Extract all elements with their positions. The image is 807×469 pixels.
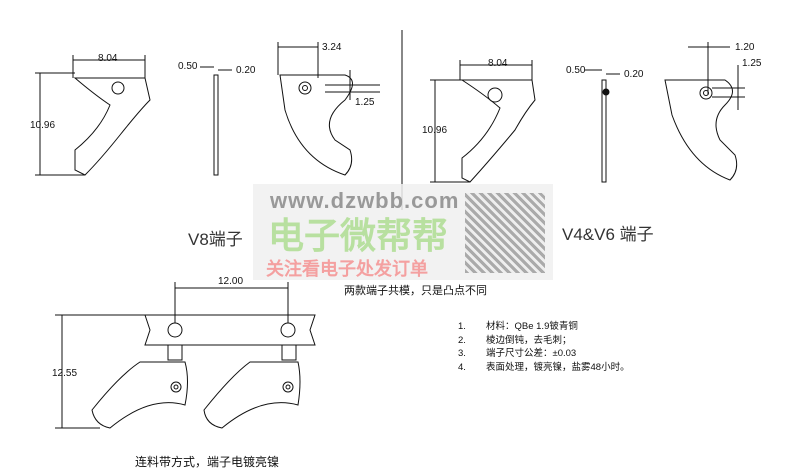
note-num: 4. — [458, 361, 466, 373]
v46-dim-thick: 0.50 — [566, 65, 586, 76]
v8-dim-width: 8.04 — [98, 53, 118, 64]
watermark-slogan: 关注看电子处发订单 — [266, 259, 428, 279]
v8-dim-hole-y: 1.25 — [355, 97, 375, 108]
strip-dim-pitch: 12.00 — [218, 276, 244, 287]
v46-dim-thin: 0.20 — [624, 69, 644, 80]
note-text: 材料：QBe 1.9铍青铜 — [486, 321, 578, 332]
v46-dim-hole-y: 1.25 — [742, 58, 762, 69]
v8-hole-view — [277, 42, 380, 176]
v8-dim-height: 10.96 — [30, 120, 56, 131]
note-item: 1. 材料：QBe 1.9铍青铜 — [458, 320, 630, 334]
v46-side-view — [585, 69, 620, 183]
v46-dim-height: 10.96 — [422, 125, 448, 136]
v46-dim-hole-x: 1.20 — [735, 42, 755, 53]
note-num: 1. — [458, 321, 466, 332]
note-num: 2. — [458, 334, 466, 346]
strip-caption: 连料带方式，端子电镀亮镍 — [135, 455, 280, 469]
v8-side-view — [200, 66, 232, 176]
note-text: 棱边倒钝，去毛刺； — [486, 334, 572, 346]
note-item: 4. 表面处理，镀亮镍，盐雾48小时。 — [458, 361, 630, 375]
v8-dim-thin: 0.20 — [236, 65, 256, 76]
note-text: 表面处理，镀亮镍，盐雾48小时。 — [486, 361, 630, 373]
shared-mold-note: 两款端子共模，只是凸点不同 — [344, 285, 487, 297]
watermark-name: 电子微帮帮 — [268, 215, 449, 256]
note-item: 2. 棱边倒钝，去毛刺； — [458, 334, 630, 348]
strip-view — [55, 282, 316, 429]
strip-dim-height: 12.55 — [52, 368, 78, 379]
note-text: 端子尺寸公差：±0.03 — [486, 348, 577, 359]
note-item: 3. 端子尺寸公差：±0.03 — [458, 347, 630, 361]
v46-front-view — [430, 60, 536, 183]
v46-dim-width: 8.04 — [488, 58, 508, 69]
qr-code — [465, 193, 545, 273]
v46-hole-view — [664, 42, 745, 181]
v8-front-view — [35, 55, 151, 176]
v8-dim-hole-x: 3.24 — [322, 42, 342, 53]
watermark-url: www.dzwbb.com — [270, 188, 460, 213]
v8-title: V8端子 — [188, 230, 243, 249]
notes-list: 1. 材料：QBe 1.9铍青铜 2. 棱边倒钝，去毛刺； 3. 端子尺寸公差：±0.… — [458, 320, 630, 374]
v46-title: V4&V6 端子 — [562, 225, 654, 244]
note-num: 3. — [458, 348, 466, 359]
v8-dim-thick: 0.50 — [178, 61, 198, 72]
